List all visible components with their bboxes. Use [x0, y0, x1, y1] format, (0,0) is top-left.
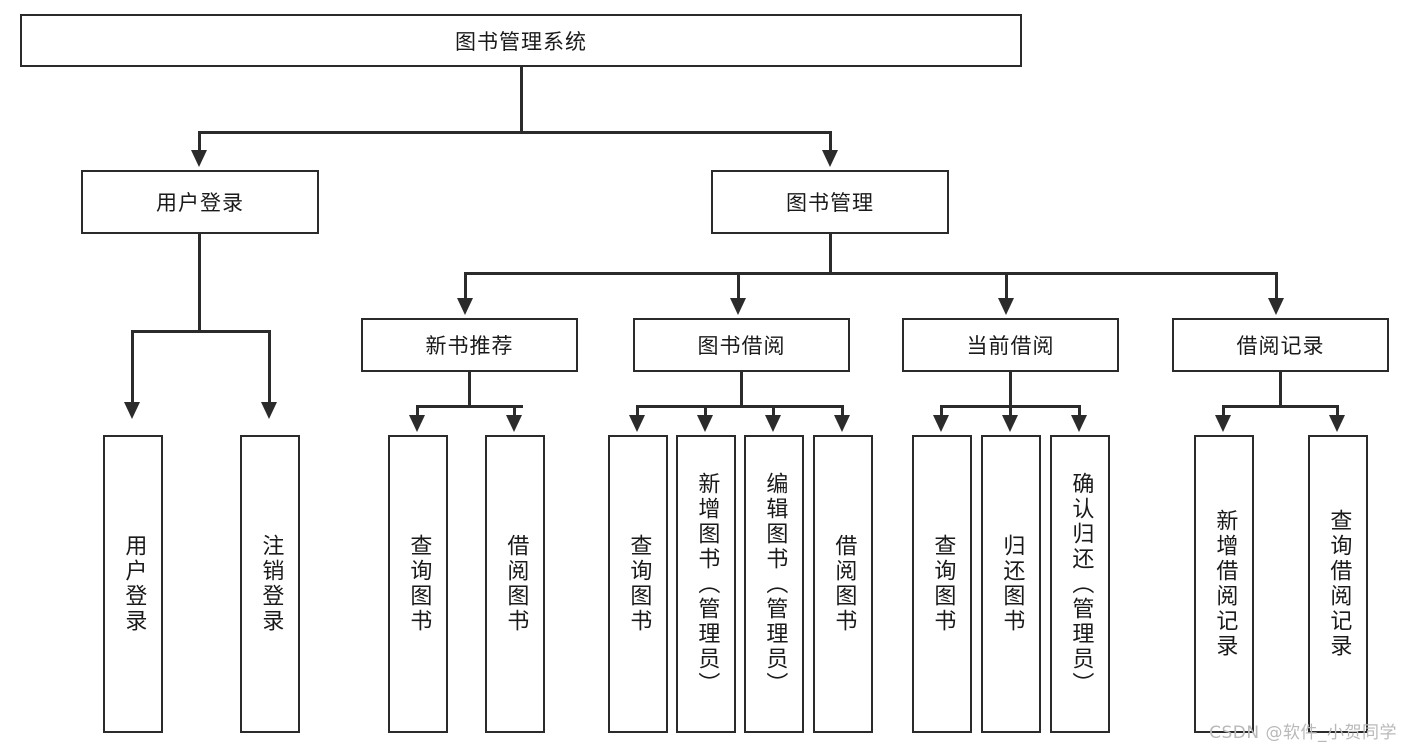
connector-nbr-leaf-2	[513, 405, 516, 421]
connector-user-login-stem	[198, 234, 201, 332]
leaf-br-add-record[interactable]: 新增借阅记录	[1194, 435, 1254, 733]
leaf-nbr-query-book[interactable]: 查询图书	[388, 435, 448, 733]
arrowhead-book-borrow	[730, 298, 746, 315]
node-label: 图书管理	[786, 191, 874, 215]
node-borrow-record[interactable]: 借阅记录	[1172, 318, 1389, 372]
arrowhead-user-login	[191, 150, 207, 167]
arrowhead-current-borrow	[998, 298, 1014, 315]
connector-root-to-book-management	[829, 131, 832, 157]
leaf-cb-confirm-return[interactable]: 确认归还（管理员）	[1050, 435, 1110, 733]
node-label: 查询借阅记录	[1326, 509, 1352, 659]
arrowhead-cb-query-book	[933, 415, 949, 432]
connector-book-borrow-stem	[740, 372, 743, 408]
arrowhead-bb-query-book	[629, 415, 645, 432]
connector-to-book-borrow	[737, 272, 740, 304]
connector-new-book-recommend-bar	[416, 405, 523, 408]
connector-to-new-book-recommend	[464, 272, 467, 304]
node-book-borrow[interactable]: 图书借阅	[633, 318, 850, 372]
arrowhead-bb-add-book	[697, 415, 713, 432]
leaf-cb-return-book[interactable]: 归还图书	[981, 435, 1041, 733]
connector-bb-leaf-4	[841, 405, 844, 421]
node-book-management[interactable]: 图书管理	[711, 170, 949, 234]
connector-book-management-stem	[829, 234, 832, 274]
connector-nbr-leaf-1	[416, 405, 419, 421]
node-label: 借阅图书	[831, 534, 857, 634]
node-label: 图书管理系统	[455, 29, 587, 54]
connector-root-to-user-login	[198, 131, 201, 157]
arrowhead-leaf-logout	[261, 402, 277, 419]
node-label: 查询图书	[626, 534, 652, 634]
arrowhead-borrow-record	[1268, 298, 1284, 315]
connector-bb-leaf-2	[704, 405, 707, 421]
leaf-bb-edit-book[interactable]: 编辑图书（管理员）	[744, 435, 804, 733]
connector-bb-leaf-3	[772, 405, 775, 421]
connector-book-management-bar	[464, 272, 1278, 275]
node-label: 查询图书	[406, 534, 432, 634]
connector-new-book-recommend-stem	[468, 372, 471, 408]
node-label: 图书借阅	[697, 334, 786, 358]
connector-to-borrow-record	[1275, 272, 1278, 304]
leaf-bb-query-book[interactable]: 查询图书	[608, 435, 668, 733]
connector-book-borrow-bar	[636, 405, 844, 408]
node-label: 归还图书	[999, 534, 1025, 634]
node-label: 新增图书（管理员）	[694, 471, 720, 697]
leaf-nbr-borrow-book[interactable]: 借阅图书	[485, 435, 545, 733]
node-label: 借阅记录	[1236, 334, 1325, 358]
node-user-login[interactable]: 用户登录	[81, 170, 319, 234]
connector-user-login-leaf-1	[131, 330, 134, 408]
node-current-borrow[interactable]: 当前借阅	[902, 318, 1119, 372]
connector-user-login-bar	[131, 330, 270, 333]
connector-cb-leaf-2	[1009, 405, 1012, 421]
connector-borrow-record-stem	[1279, 372, 1282, 408]
connector-root-stem	[520, 67, 523, 133]
arrowhead-bb-edit-book	[765, 415, 781, 432]
connector-bb-leaf-1	[636, 405, 639, 421]
watermark: CSDN @软件_小贺同学	[1209, 723, 1397, 743]
node-label: 新书推荐	[425, 334, 514, 358]
node-label: 新增借阅记录	[1212, 509, 1238, 659]
connector-cb-leaf-1	[940, 405, 943, 421]
connector-cb-leaf-3	[1078, 405, 1081, 421]
connector-root-bar	[198, 131, 832, 134]
node-label: 查询图书	[930, 534, 956, 634]
leaf-bb-add-book[interactable]: 新增图书（管理员）	[676, 435, 736, 733]
arrowhead-nbr-borrow-book	[506, 415, 522, 432]
node-label: 当前借阅	[966, 334, 1055, 358]
node-root-book-management-system[interactable]: 图书管理系统	[20, 14, 1022, 67]
node-label: 编辑图书（管理员）	[762, 471, 788, 697]
connector-current-borrow-stem	[1009, 372, 1012, 408]
node-label: 注销登录	[258, 534, 284, 634]
connector-br-leaf-2	[1336, 405, 1339, 421]
connector-br-leaf-1	[1222, 405, 1225, 421]
arrowhead-nbr-query-book	[409, 415, 425, 432]
arrowhead-cb-return-book	[1002, 415, 1018, 432]
node-label: 用户登录	[121, 534, 147, 634]
connector-borrow-record-bar	[1222, 405, 1339, 408]
node-label: 用户登录	[156, 191, 244, 215]
leaf-br-query-record[interactable]: 查询借阅记录	[1308, 435, 1368, 733]
leaf-logout[interactable]: 注销登录	[240, 435, 300, 733]
arrowhead-bb-borrow-book	[834, 415, 850, 432]
connector-to-current-borrow	[1005, 272, 1008, 304]
leaf-bb-borrow-book[interactable]: 借阅图书	[813, 435, 873, 733]
arrowhead-leaf-user-login	[124, 402, 140, 419]
arrowhead-book-management	[822, 150, 838, 167]
connector-user-login-leaf-2	[268, 330, 271, 408]
arrowhead-br-query-record	[1329, 415, 1345, 432]
leaf-cb-query-book[interactable]: 查询图书	[912, 435, 972, 733]
arrowhead-cb-confirm-return	[1071, 415, 1087, 432]
node-new-book-recommend[interactable]: 新书推荐	[361, 318, 578, 372]
arrowhead-br-add-record	[1215, 415, 1231, 432]
arrowhead-new-book-recommend	[457, 298, 473, 315]
leaf-user-login[interactable]: 用户登录	[103, 435, 163, 733]
node-label: 借阅图书	[503, 534, 529, 634]
node-label: 确认归还（管理员）	[1068, 471, 1094, 697]
